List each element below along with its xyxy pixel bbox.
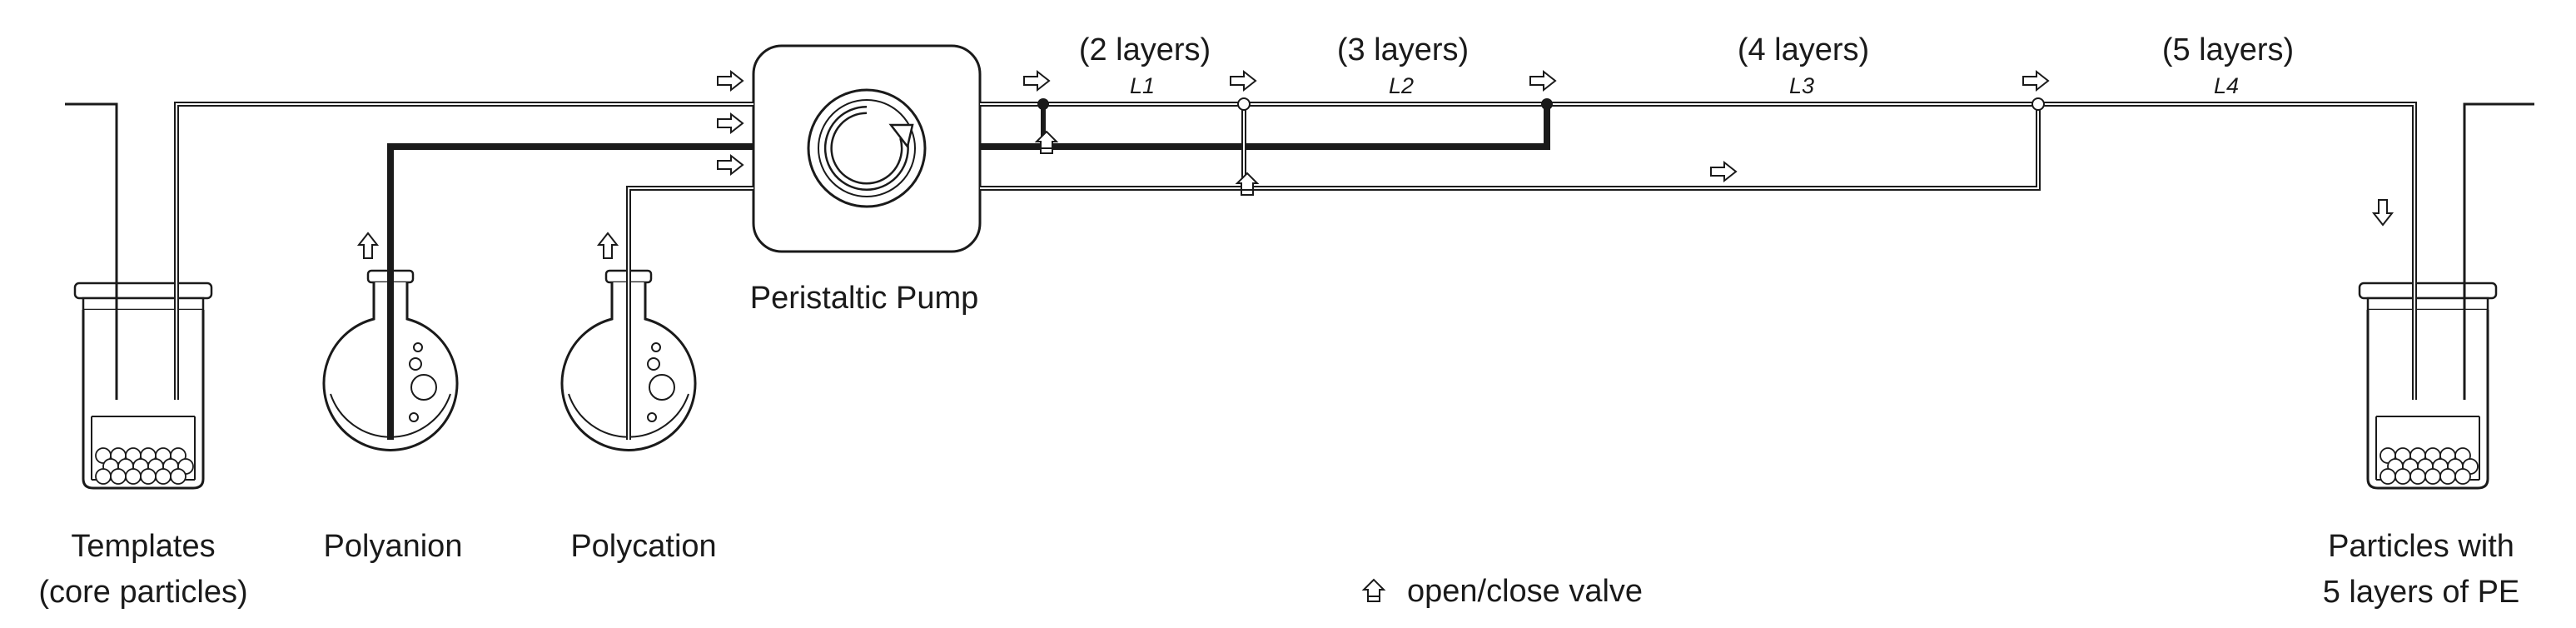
segment-2-name: L2 xyxy=(1389,73,1414,98)
product-beaker xyxy=(2358,282,2498,490)
templates-label-line2: (core particles) xyxy=(38,575,247,610)
flow-arrow-icon xyxy=(2022,71,2049,91)
polyanion-label: Polyanion xyxy=(324,529,463,564)
junction-dot xyxy=(1237,97,1251,111)
junction-dot xyxy=(1541,98,1553,110)
product-label-line1: Particles with xyxy=(2328,529,2514,564)
flow-arrow-icon xyxy=(1230,71,1256,91)
flow-arrows xyxy=(358,71,2393,259)
junction-dot xyxy=(2031,97,2045,111)
segment-3-layers: (4 layers) xyxy=(1738,32,1869,67)
flow-arrow-icon xyxy=(717,71,743,91)
legend: open/close valve xyxy=(1363,574,1643,609)
flow-arrow-icon xyxy=(717,155,743,175)
polycation-label: Polycation xyxy=(570,529,716,564)
pump-label: Peristaltic Pump xyxy=(750,281,979,316)
segment-3-name: L3 xyxy=(1789,73,1814,98)
junction-dot xyxy=(1037,98,1049,110)
segment-4-layers: (5 layers) xyxy=(2162,32,2294,67)
core-particles-right xyxy=(2380,447,2479,485)
segment-2-layers: (3 layers) xyxy=(1337,32,1469,67)
product-label-line2: 5 layers of PE xyxy=(2323,575,2520,610)
tubing xyxy=(65,102,2534,440)
peristaltic-pump xyxy=(752,44,982,253)
segment-4-name: L4 xyxy=(2214,73,2239,98)
valve-icon xyxy=(1036,131,1057,154)
flow-arrow-icon xyxy=(717,113,743,133)
segment-1-name: L1 xyxy=(1130,73,1155,98)
flow-arrow-icon xyxy=(358,232,378,259)
valve-icon xyxy=(1363,579,1385,602)
flow-arrow-icon xyxy=(1710,162,1737,182)
flow-arrow-icon xyxy=(598,232,618,259)
junctions xyxy=(1037,97,2045,111)
flow-arrow-icon xyxy=(1529,71,1556,91)
flow-arrow-icon xyxy=(1023,71,1050,91)
core-particles-left xyxy=(95,447,194,485)
templates-label-line1: Templates xyxy=(71,529,215,564)
templates-beaker xyxy=(73,282,213,490)
flow-arrow-icon xyxy=(2373,199,2393,226)
rotation-arrow-icon xyxy=(807,88,927,208)
valve-icon xyxy=(1236,172,1258,196)
segment-1-layers: (2 layers) xyxy=(1079,32,1211,67)
legend-valve-label: open/close valve xyxy=(1407,574,1643,609)
